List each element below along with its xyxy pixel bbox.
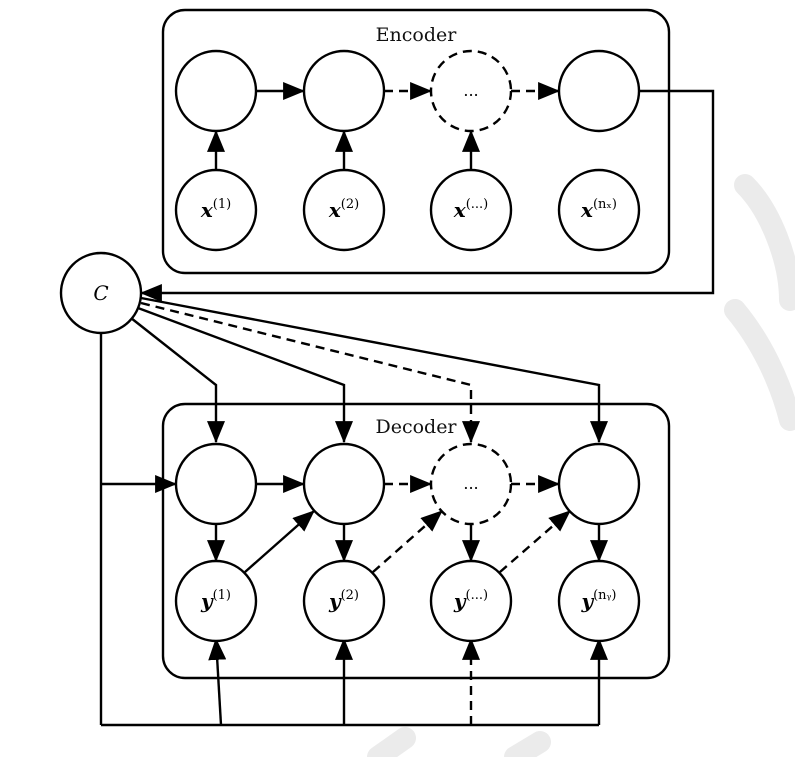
decoder-title: Decoder (375, 416, 457, 438)
edge-y3-d4 (499, 510, 571, 573)
decoder-output-nodes: y(1) y(2) y(...) y(nᵧ) (174, 559, 641, 643)
input-node-ellipsis (429, 168, 513, 252)
output-node-1 (174, 559, 258, 643)
watermark (367, 174, 795, 757)
encoder-title: Encoder (376, 24, 458, 46)
output-node-ellipsis (429, 559, 513, 643)
encoder-hidden-2 (302, 49, 386, 133)
encoder-hidden-1 (174, 49, 258, 133)
encoder-hidden-ellipsis-label: ... (463, 81, 478, 100)
output-label-1: y(1) (200, 588, 231, 613)
input-node-1 (174, 168, 258, 252)
decoder-hidden-last (557, 442, 641, 526)
edge-y1-d2 (244, 510, 315, 573)
encoder-hidden-last (557, 49, 641, 133)
input-label-2: x(2) (328, 197, 359, 222)
decoder-edges (207, 475, 608, 573)
encoder-hidden-nodes: ... (174, 49, 641, 133)
output-label-last: y(nᵧ) (580, 588, 616, 613)
edge-context-d1 (130, 317, 225, 444)
edge-context-d4 (140, 296, 608, 444)
decoder-hidden-1 (174, 442, 258, 526)
input-label-ellipsis: x(...) (453, 197, 488, 222)
decoder-hidden-nodes: ... (174, 442, 641, 526)
output-label-2: y(2) (328, 588, 359, 613)
encoder-edges (139, 82, 715, 302)
edge-context-d3 (140, 301, 480, 444)
context-circle (59, 251, 143, 335)
decoder-hidden-ellipsis-label: ... (463, 474, 478, 493)
output-node-2 (302, 559, 386, 643)
context-node: C (59, 251, 143, 335)
input-label-last: x(nₓ) (580, 197, 617, 222)
input-label-1: x(1) (200, 197, 231, 222)
output-label-ellipsis: y(...) (453, 588, 488, 613)
decoder-box: Decoder (161, 402, 671, 680)
edge-context-d2 (137, 306, 353, 444)
input-node-2 (302, 168, 386, 252)
context-edges (99, 296, 608, 727)
output-node-last (557, 559, 641, 643)
decoder-hidden-ellipsis (429, 442, 513, 526)
edge-y2-d3 (372, 510, 443, 573)
encoder-input-nodes: x(1) x(2) x(...) x(nₓ) (174, 168, 641, 252)
input-node-last (557, 168, 641, 252)
decoder-hidden-2 (302, 442, 386, 526)
edge-h4-context (139, 89, 715, 302)
encoder-hidden-ellipsis (429, 49, 513, 133)
context-label: C (93, 281, 108, 305)
edge-context-y1 (208, 637, 227, 726)
encoder-box: Encoder (161, 8, 671, 275)
